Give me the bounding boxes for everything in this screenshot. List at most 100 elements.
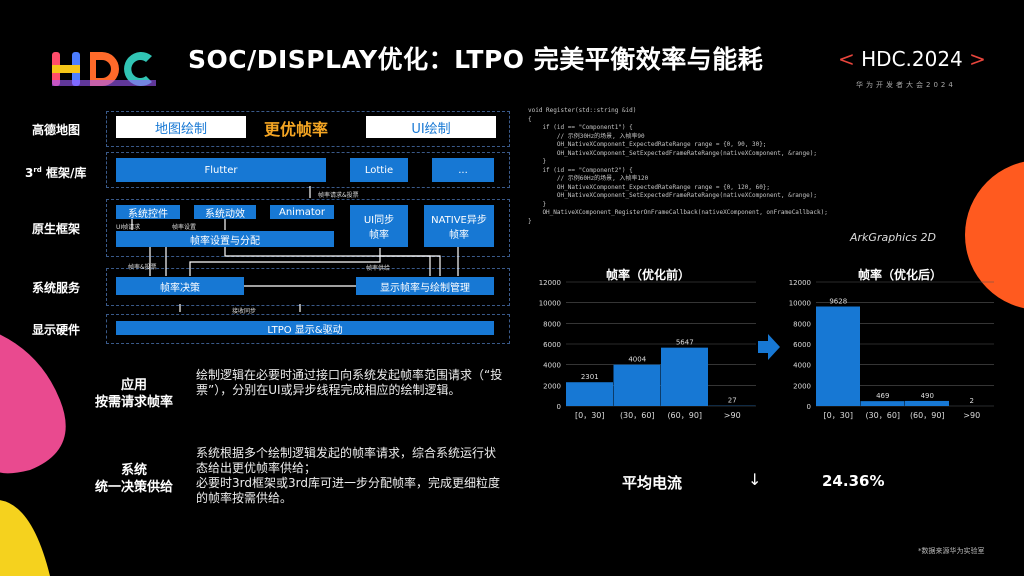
hdc-bracket-right: >	[969, 47, 986, 71]
code-line: // 示例30Hz的场景, 入帧率90	[528, 132, 645, 140]
row-label-app: 高德地图	[32, 123, 81, 137]
display-mgmt-box: 显示帧率与绘制管理	[356, 277, 494, 295]
chart-after: 0200040006000800010000120009628[0，30]469…	[789, 279, 994, 420]
avg-current-value: 24.36%	[822, 472, 885, 490]
rate-vote-label: 帧率&投票	[128, 264, 157, 271]
x-tick-label: (30，60]	[620, 411, 655, 420]
rate-supply-label: 帧率供给	[366, 265, 391, 272]
x-tick-label: (30，60]	[865, 411, 900, 420]
code-line: if (id == "Component1") {	[528, 124, 633, 131]
bar-value-label: 4004	[628, 356, 646, 364]
y-tick-label: 12000	[539, 279, 561, 287]
bar	[860, 401, 905, 406]
native-async-line1: NATIVE异步	[431, 215, 487, 226]
y-tick-label: 2000	[543, 382, 561, 390]
hdc-bracket-left: <	[838, 47, 855, 71]
chart-after-title: 帧率（优化后）	[858, 268, 943, 282]
lottie-box: Lottie	[350, 158, 408, 182]
sync-signal-label: 接收同步	[232, 308, 257, 315]
y-tick-label: 6000	[793, 341, 811, 349]
native-async-box: NATIVE异步帧率	[424, 205, 494, 247]
sys-description: 系统根据多个绘制逻辑发起的帧率请求，综合系统运行状态给出更优帧率供给； 必要时3…	[196, 446, 506, 506]
bar-value-label: 469	[876, 392, 889, 400]
flutter-box: Flutter	[116, 158, 326, 182]
y-tick-label: 2000	[793, 382, 811, 390]
code-line: }	[528, 158, 547, 165]
sys-heading-1: 系统	[120, 463, 147, 478]
app-heading-2: 按需请求帧率	[94, 395, 173, 410]
y-tick-label: 8000	[793, 320, 811, 328]
pink-blob	[0, 334, 66, 474]
sys-description-1: 系统根据多个绘制逻辑发起的帧率请求，综合系统运行状态给出更优帧率供给；	[196, 446, 497, 475]
hdc-logo	[52, 52, 156, 86]
row-label-framework-post: 框架/库	[41, 166, 87, 180]
hdc-tag-text: HDC.2024	[861, 47, 963, 71]
sys-anim-box: 系统动效	[194, 205, 256, 220]
code-line: }	[528, 217, 532, 225]
sys-ctrl-box: 系统控件	[116, 205, 180, 220]
other-lib-box: ...	[432, 158, 494, 182]
map-draw-box: 地图绘制	[116, 116, 246, 138]
ui-sync-line1: UI同步	[363, 215, 395, 226]
code-line: // 示例60Hz的场景, 入帧率120	[528, 175, 649, 182]
chart-before: 0200040006000800010000120002301[0，30]400…	[539, 279, 756, 420]
row-label-system-service: 系统服务	[32, 281, 81, 295]
y-tick-label: 4000	[543, 362, 561, 370]
frame-app	[106, 111, 510, 147]
bar	[613, 364, 661, 406]
ui-frame-req-label: UI帧请求	[116, 224, 141, 231]
rate-set-alloc-box: 帧率设置与分配	[116, 231, 334, 247]
sys-description-2: 必要时3rd框架或3rd库可进一步分配帧率，完成更细粒度的帧率按需供给。	[196, 476, 500, 505]
y-tick-label: 0	[807, 403, 811, 411]
native-async-line2: 帧率	[449, 230, 469, 241]
avg-current-label: 平均电流	[622, 474, 683, 492]
code-line: OH_NativeXComponent_ExpectedRateRange ra…	[528, 183, 771, 191]
x-tick-label: >90	[724, 411, 741, 420]
bar-value-label: 5647	[676, 339, 694, 347]
frame-display	[106, 314, 510, 344]
chart-before-title: 帧率（优化前）	[606, 268, 691, 282]
rate-decision-box: 帧率决策	[116, 277, 244, 295]
better-rate-label: 更优帧率	[264, 120, 329, 139]
down-arrow-icon: ↓	[748, 470, 762, 489]
app-heading: 应用按需请求帧率	[86, 377, 182, 411]
ui-sync-line2: 帧率	[369, 230, 389, 241]
sys-heading-2: 统一决策供给	[94, 480, 173, 495]
bar-value-label: 9628	[829, 298, 847, 306]
code-line: }	[528, 200, 547, 208]
y-tick-label: 4000	[793, 362, 811, 370]
code-line: OH_NativeXComponent_RegisterOnFrameCallb…	[528, 209, 828, 216]
ui-draw-box: UI绘制	[366, 116, 496, 138]
bar-value-label: 2	[970, 397, 974, 405]
row-label-native: 原生框架	[32, 222, 81, 236]
hdc-subtitle: 华为开发者大会2024	[856, 81, 956, 89]
page-title: SOC/DISPLAY优化：LTPO 完美平衡效率与能耗	[188, 45, 764, 74]
y-tick-label: 10000	[789, 300, 811, 308]
y-tick-label: 10000	[539, 300, 561, 308]
bar	[566, 382, 613, 406]
footnote: *数据来源华为实验室	[918, 547, 985, 555]
code-line: void Register(std::string &id)	[528, 107, 637, 114]
arrow-right-icon	[758, 334, 780, 360]
bar	[816, 306, 860, 406]
rate-setting-label: 帧率设置	[172, 224, 197, 231]
arkgraphics-label: ArkGraphics 2D	[850, 231, 936, 244]
yellow-blob	[0, 500, 50, 576]
x-tick-label: >90	[963, 411, 980, 420]
sys-heading: 系统统一决策供给	[86, 462, 182, 496]
row-label-display-hw: 显示硬件	[32, 323, 81, 337]
frame-system	[106, 268, 510, 306]
code-line: OH_NativeXComponent_ExpectedRateRange ra…	[528, 141, 767, 148]
code-line: if (id == "Component2") {	[528, 166, 633, 174]
animator-box: Animator	[270, 205, 334, 219]
rate-req-vote-label: 帧率请求&投票	[318, 192, 359, 199]
code-line: OH_NativeXComponent_SetExpectedFrameRate…	[528, 192, 817, 199]
x-tick-label: (60，90]	[910, 411, 945, 420]
hdc-tag: < HDC.2024 >	[838, 47, 986, 71]
y-tick-label: 6000	[543, 341, 561, 349]
row-label-framework-sup: rd	[33, 166, 42, 174]
y-tick-label: 12000	[789, 279, 811, 287]
code-block: void Register(std::string &id){ if (id =…	[528, 107, 828, 226]
